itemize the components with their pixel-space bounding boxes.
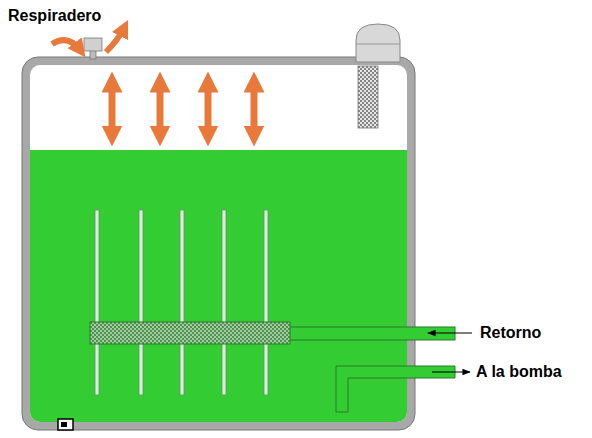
return-flow-arrow	[428, 332, 472, 333]
filler-screen	[358, 66, 378, 128]
baffle-plates	[95, 210, 268, 395]
callout-label: Respiradero	[8, 6, 101, 25]
air-in-arrow	[52, 40, 80, 50]
air-movement-arrows	[112, 82, 254, 136]
air-out-arrow	[106, 28, 124, 52]
callout-label: A la bomba	[476, 362, 562, 381]
suction-pipe	[336, 366, 455, 412]
filler-cap	[356, 24, 400, 62]
callout-label: Retorno	[480, 323, 541, 342]
breather-cap	[84, 38, 102, 51]
suction-flow-arrow	[432, 371, 470, 372]
hydraulic-fluid	[30, 150, 407, 422]
drain-plug	[58, 419, 73, 430]
return-diffuser	[90, 322, 290, 344]
